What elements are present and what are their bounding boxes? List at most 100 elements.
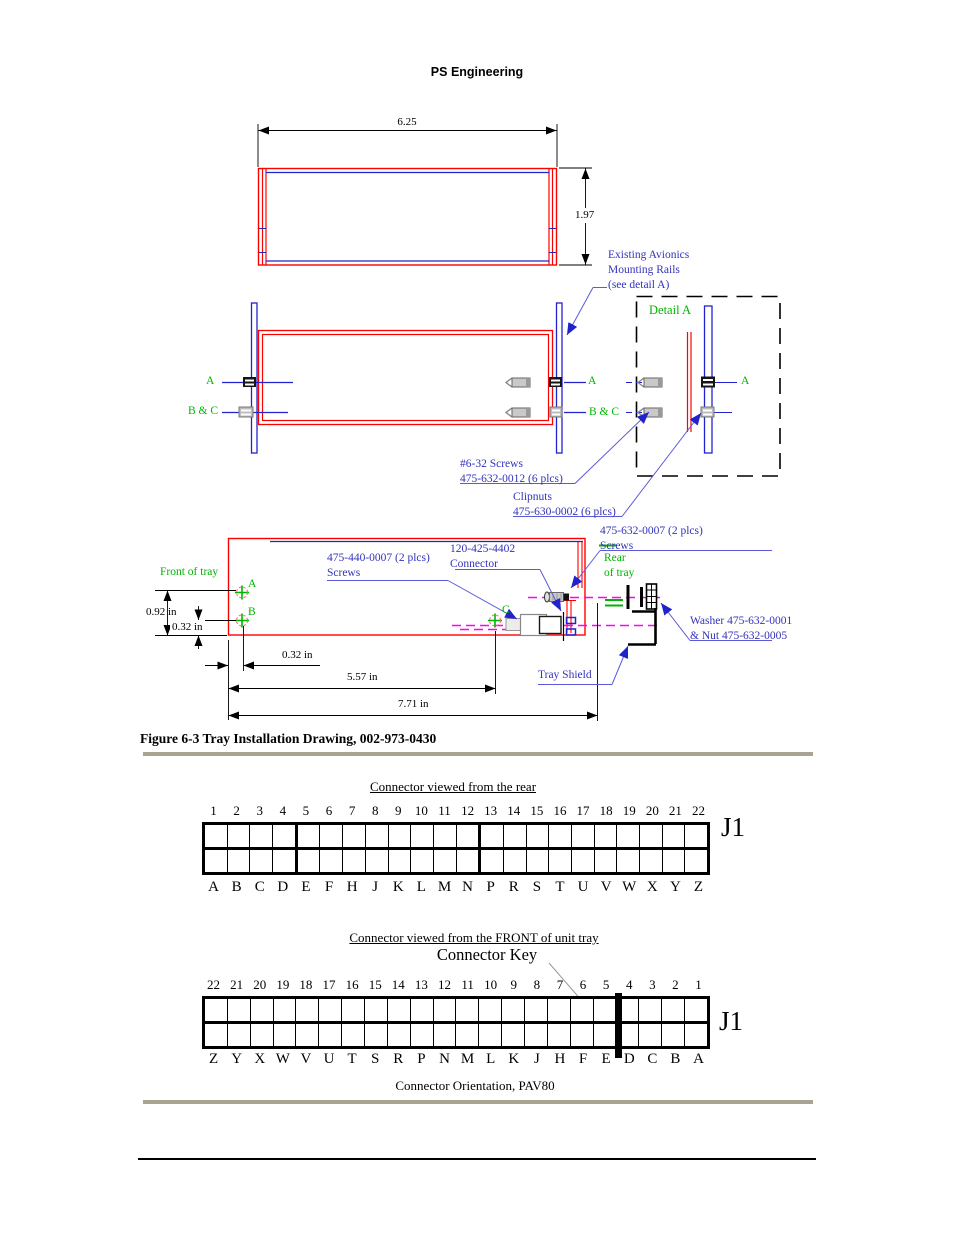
pin-label: C — [254, 879, 265, 895]
front-connector-title: Connector viewed from the FRONT of unit … — [349, 930, 599, 945]
pin-label: 6 — [325, 803, 333, 818]
pin-cell — [296, 1024, 320, 1046]
pin-label: X — [646, 879, 658, 895]
pin-label: A — [693, 1051, 704, 1067]
pin-label: T — [347, 1051, 357, 1067]
pin-cell — [527, 850, 550, 872]
pin-label: 21 — [230, 977, 244, 992]
pin-cell — [525, 999, 548, 1021]
pin-label: X — [254, 1051, 266, 1067]
pin-label: 1 — [210, 803, 217, 818]
pin-label: 8 — [371, 803, 379, 818]
pin-label: 12 — [461, 803, 475, 818]
rear-connector-title: Connector viewed from the rear — [369, 779, 537, 794]
front-connector-designator: J1 — [719, 1006, 744, 1036]
pin-label: 17 — [322, 977, 336, 992]
pin-cell — [685, 850, 707, 872]
pin-cell — [616, 1024, 640, 1046]
front-screws-callout: 475-440-0007 (2 plcs) Screws — [327, 552, 430, 580]
pin-label: 16 — [345, 977, 359, 992]
pin-cell — [457, 825, 482, 847]
clipnuts-callout: Clipnuts 475-630-0002 (6 plcs) — [513, 491, 616, 519]
pin-label: F — [324, 879, 334, 895]
pin-label: V — [600, 879, 612, 895]
pin-cell — [365, 999, 388, 1021]
pin-cell — [663, 850, 686, 872]
pin-label: K — [508, 1051, 520, 1067]
pin-cell — [343, 825, 366, 847]
dim-tray-height: 1.97 — [573, 208, 597, 223]
rear-connector-designator: J1 — [721, 812, 746, 842]
front-grid-row-2 — [205, 1024, 707, 1046]
pin-label: N — [439, 1051, 450, 1067]
pin-cell — [298, 850, 321, 872]
pin-cell — [411, 825, 434, 847]
pin-cell — [685, 999, 707, 1021]
pin-label: A — [208, 879, 219, 895]
pin-cell — [479, 999, 503, 1021]
pin-label: 15 — [368, 977, 382, 992]
point-c-label: C — [502, 604, 510, 616]
pin-label: F — [578, 1051, 588, 1067]
pin-label: 6 — [579, 977, 587, 992]
pin-cell — [205, 999, 228, 1021]
pin-cell — [572, 825, 595, 847]
section-rule-top — [143, 752, 813, 756]
pin-label: 10 — [484, 977, 498, 992]
pin-cell — [502, 1024, 526, 1046]
pin-label: 10 — [414, 803, 428, 818]
pin-cell — [639, 1024, 663, 1046]
dim-hole-offset: 0.32 in — [282, 649, 313, 661]
pin-label: R — [508, 879, 519, 895]
pin-cell — [434, 850, 457, 872]
pin-label: W — [622, 879, 637, 895]
point-b-label: B — [248, 606, 256, 618]
pin-cell — [205, 825, 228, 847]
pin-label: W — [275, 1051, 290, 1067]
pin-cell — [456, 999, 480, 1021]
pin-cell — [662, 999, 686, 1021]
pin-label: N — [462, 879, 473, 895]
pin-label: 7 — [348, 803, 356, 818]
rear-of-tray-label: Rear of tray — [604, 552, 635, 580]
pin-cell — [639, 999, 663, 1021]
pin-cell — [479, 1024, 503, 1046]
pin-label: B — [670, 1051, 681, 1067]
dim-tray-length: 7.71 in — [398, 698, 429, 710]
pin-label: 20 — [645, 803, 659, 818]
washer-nut-callout: Washer 475-632-0001 & Nut 475-632-0005 — [690, 615, 793, 643]
pin-cell — [320, 850, 344, 872]
pin-cell — [617, 825, 641, 847]
pin-cell — [205, 1024, 228, 1046]
pin-label: P — [417, 1051, 426, 1067]
pin-cell — [504, 825, 527, 847]
pin-label: D — [623, 1051, 635, 1067]
pin-cell — [228, 850, 251, 872]
pin-label: 11 — [461, 977, 474, 992]
pin-cell — [548, 999, 571, 1021]
pin-label: Z — [208, 1051, 219, 1067]
pin-label: J — [372, 879, 379, 895]
pin-cell — [389, 825, 412, 847]
pin-cell — [320, 825, 344, 847]
pin-label: J — [533, 1051, 540, 1067]
pin-cell — [228, 825, 251, 847]
pin-cell — [366, 825, 389, 847]
pin-cell — [251, 999, 274, 1021]
pin-label: K — [392, 879, 404, 895]
pin-cell — [617, 850, 641, 872]
pin-cell — [640, 825, 663, 847]
pin-cell — [411, 999, 434, 1021]
pin-cell — [250, 825, 274, 847]
rear-pin-grid — [202, 822, 710, 875]
pin-label: R — [393, 1051, 404, 1067]
footer-rule — [138, 1158, 816, 1160]
screws-632-callout: #6-32 Screws 475-632-0012 (6 plcs) — [460, 458, 563, 486]
pin-cell — [504, 850, 527, 872]
pin-label: M — [437, 879, 452, 895]
pin-cell — [365, 1024, 388, 1046]
pin-label: C — [647, 1051, 658, 1067]
pin-label: 5 — [302, 803, 310, 818]
